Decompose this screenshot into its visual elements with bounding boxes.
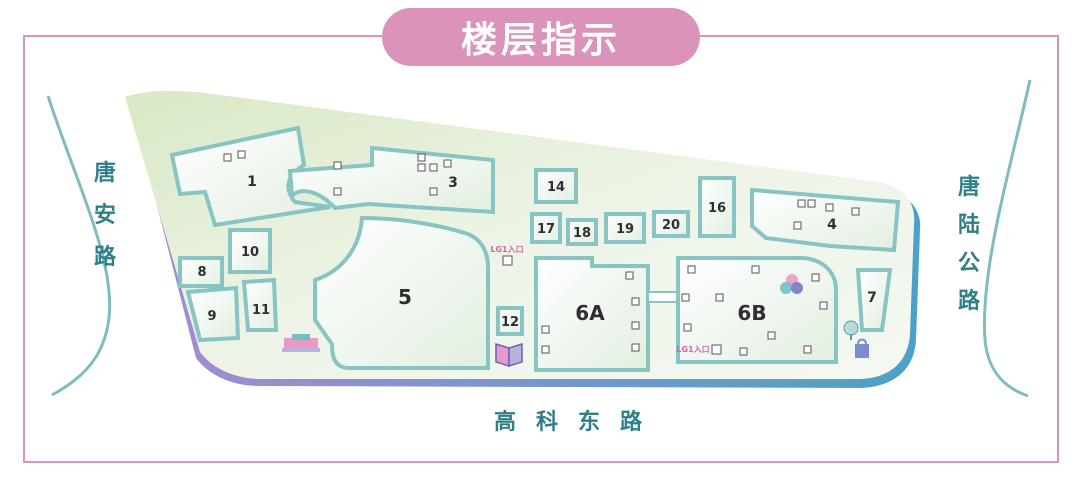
escalator-icon	[793, 221, 802, 230]
connector-6a-6b	[647, 291, 679, 303]
elevator-icon	[429, 163, 438, 172]
elevator-icon	[819, 301, 828, 310]
building-16-label: 16	[708, 201, 726, 216]
escalator-icon	[443, 159, 452, 168]
road-char: 陆	[957, 213, 980, 238]
building-9-label: 9	[207, 309, 216, 324]
right-road-line	[982, 79, 1032, 398]
elevator-icon	[541, 345, 550, 354]
escalator-icon	[797, 199, 806, 208]
building-5[interactable]	[313, 215, 490, 370]
building-11[interactable]	[241, 277, 279, 332]
escalator-icon	[767, 331, 776, 340]
lg1-entrance-label: LG1入口	[490, 245, 523, 254]
elevator-icon	[429, 187, 438, 196]
building-14[interactable]	[534, 168, 578, 204]
building-19[interactable]	[604, 212, 646, 244]
elevator-icon	[803, 345, 812, 354]
building-5-label: 5	[398, 285, 412, 309]
road-char: 唐	[93, 161, 116, 186]
shopping-bag-icon	[855, 338, 869, 358]
entrance-icon	[502, 255, 513, 266]
building-4[interactable]	[750, 187, 901, 253]
road-char: 唐	[957, 175, 980, 200]
building-18-label: 18	[573, 226, 591, 241]
elevator-icon	[715, 293, 724, 302]
building-20-label: 20	[662, 218, 680, 233]
road-char: 公	[957, 251, 980, 276]
elevator-icon	[417, 163, 426, 172]
building-17-label: 17	[537, 222, 555, 237]
building-3[interactable]	[287, 145, 495, 215]
right-road-label: 唐 陆 公 路	[954, 170, 984, 320]
elevator-icon	[333, 187, 342, 196]
building-11-label: 11	[252, 303, 270, 318]
building-1[interactable]	[169, 125, 331, 228]
left-road-line	[46, 95, 111, 397]
building-14-label: 14	[547, 180, 565, 195]
escalator-icon	[417, 153, 426, 162]
building-12-label: 12	[501, 315, 519, 330]
elevator-icon	[631, 343, 640, 352]
building-7[interactable]	[855, 268, 893, 332]
road-char: 安	[93, 203, 116, 228]
building-8[interactable]	[178, 256, 224, 288]
escalator-icon	[751, 265, 760, 274]
page-title: 楼层指示	[460, 20, 621, 61]
building-3-label: 3	[448, 175, 458, 191]
building-6a-label: 6A	[575, 301, 605, 325]
escalator-icon	[237, 150, 246, 159]
building-20[interactable]	[652, 210, 690, 238]
elevator-icon	[223, 153, 232, 162]
building-10[interactable]	[228, 228, 272, 274]
building-19-label: 19	[616, 222, 634, 237]
building-1-label: 1	[247, 174, 257, 190]
frame	[23, 35, 1059, 463]
escalator-icon	[825, 203, 834, 212]
building-6b-label: 6B	[737, 301, 766, 325]
elevator-icon	[631, 297, 640, 306]
building-16[interactable]	[698, 176, 736, 238]
elevator-icon	[333, 161, 342, 170]
escalator-icon	[811, 273, 820, 282]
lg1-entrance-6b-label: LG1入口	[676, 345, 709, 354]
road-char: 路	[93, 245, 116, 270]
elevator-icon	[807, 199, 816, 208]
building-17[interactable]	[530, 212, 562, 244]
entrance-icon	[711, 344, 722, 355]
building-7-label: 7	[867, 290, 877, 306]
escalator-icon	[541, 325, 550, 334]
escalator-icon	[631, 321, 640, 330]
escalator-icon	[851, 207, 860, 216]
building-4-label: 4	[827, 217, 837, 233]
escalator-icon	[625, 271, 634, 280]
book-icon	[495, 342, 523, 368]
escalator-icon	[687, 265, 696, 274]
escalator-icon	[739, 347, 748, 356]
tree-icon	[843, 320, 859, 340]
building-8-label: 8	[197, 265, 206, 280]
building-18[interactable]	[566, 218, 598, 246]
building-9[interactable]	[185, 285, 241, 343]
bottom-road-label: 高科东路	[494, 410, 663, 435]
stage-icon	[282, 334, 320, 352]
title-banner: 楼层指示	[382, 8, 700, 66]
colored-circles-icon	[780, 274, 803, 294]
road-char: 路	[957, 289, 980, 314]
building-12[interactable]	[496, 306, 524, 336]
building-10-label: 10	[241, 245, 259, 260]
escalator-icon	[681, 293, 690, 302]
building-6a[interactable]	[534, 256, 650, 372]
left-road-label: 唐 安 路	[90, 156, 120, 276]
facility-icons	[223, 150, 860, 356]
escalator-icon	[683, 323, 692, 332]
